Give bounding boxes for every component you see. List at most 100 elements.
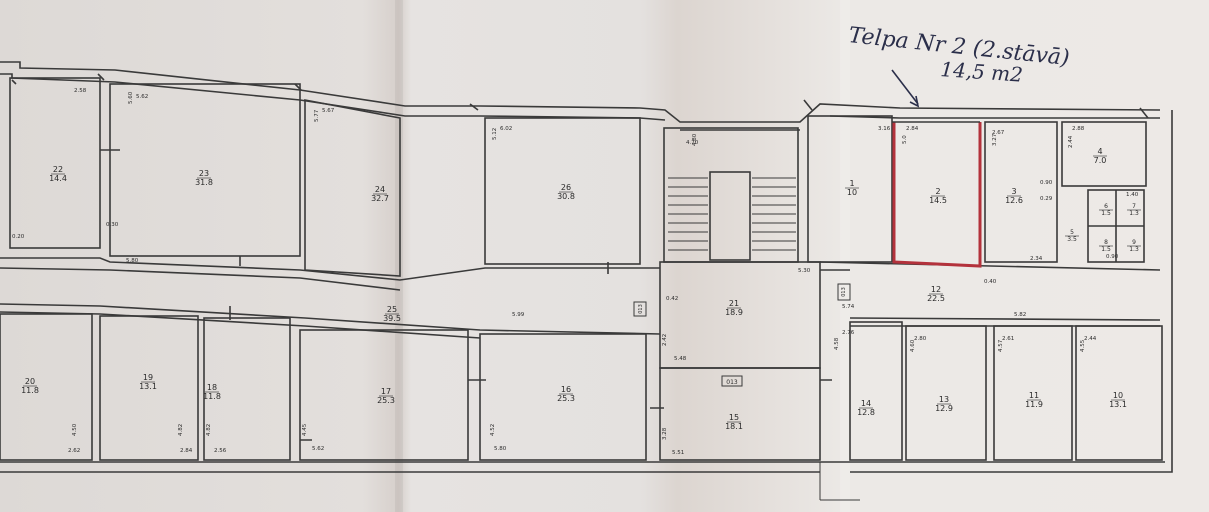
room-outline-11: [993, 325, 1073, 461]
room-number: 8: [1104, 239, 1108, 246]
dimension-label: 2.80: [914, 336, 927, 342]
tag-label: 013: [726, 379, 738, 386]
annotation-arrow: [891, 69, 919, 105]
tag-box: [837, 283, 851, 301]
tag-label: 013: [841, 287, 847, 297]
room-outline-3: [984, 121, 1058, 263]
room-area: 18.1: [725, 422, 743, 431]
room-number: 20: [25, 377, 35, 386]
dimension-label: 4.82: [178, 424, 184, 436]
room-outline-24: [304, 99, 401, 277]
room-area: 7.0: [1094, 156, 1107, 165]
room-outline-19: [99, 315, 199, 461]
dimension-label: 4.70: [686, 140, 699, 146]
dimension-label: 4.57: [998, 339, 1004, 352]
room-outline-13: [905, 325, 987, 461]
room-area: 1.3: [1129, 210, 1139, 217]
room-number: 11: [1029, 391, 1039, 400]
room-number: 23: [199, 169, 209, 178]
dimension-label: 5.67: [322, 108, 335, 114]
room-area: 12.8: [857, 408, 875, 417]
room-number: 3: [1011, 187, 1016, 196]
room-number: 4: [1097, 147, 1102, 156]
room-outline-17: [299, 329, 469, 461]
dimension-label: 5.80: [494, 446, 507, 452]
room-outline-22: [9, 77, 101, 249]
room-area: 31.8: [195, 178, 213, 187]
room-number: 25: [387, 305, 397, 314]
dimension-label: 2.58: [74, 88, 87, 94]
dimension-label: 5.51: [672, 450, 684, 456]
dimension-label: 0.30: [106, 222, 119, 228]
dimension-label: 5.62: [136, 94, 148, 100]
dimension-label: 5.60: [128, 91, 134, 104]
room-area: 11.8: [203, 392, 221, 401]
tag-box: [633, 301, 647, 317]
dimension-label: 4.55: [1080, 339, 1086, 352]
tag-box: [721, 375, 743, 387]
room-area: 13.1: [139, 382, 157, 391]
paper-fold: [840, 0, 850, 512]
room-number: 16: [561, 385, 571, 394]
dimension-label: 2.88: [1072, 126, 1085, 132]
room-number: 13: [939, 395, 949, 404]
room-area: 12.6: [1005, 196, 1023, 205]
dimension-label: 4.50: [72, 423, 78, 436]
dimension-label: 2.84: [180, 448, 193, 454]
dimension-label: 4.82: [206, 424, 212, 436]
room-outline-14: [849, 321, 903, 461]
room-number: 7: [1132, 203, 1136, 210]
stairwell-outline: [663, 127, 799, 263]
room-number: 5: [1070, 229, 1074, 236]
room-number: 2: [935, 187, 940, 196]
room-number: 24: [375, 185, 385, 194]
room-area: 18.9: [725, 308, 743, 317]
dimension-label: 5.0: [902, 135, 908, 144]
room-area: 11.9: [1025, 400, 1043, 409]
room-area: 32.7: [371, 194, 389, 203]
room-outline-20: [0, 313, 93, 461]
dimension-label: 2.84: [906, 126, 919, 132]
room-area: 14.5: [929, 196, 947, 205]
room-area: 25.3: [377, 396, 395, 405]
room-area: 1.3: [1129, 246, 1139, 253]
room-area: 13.1: [1109, 400, 1127, 409]
room-number: 9: [1132, 239, 1136, 246]
room-area: 25.3: [557, 394, 575, 403]
dimension-label: 4.45: [302, 423, 308, 436]
room-outline-16: [479, 333, 647, 461]
dimension-label: 1.40: [1126, 192, 1139, 198]
annotation-area: 14,5 m2: [940, 57, 1024, 87]
dimension-label: 2.76: [842, 330, 855, 336]
dimension-label: 2.62: [68, 448, 80, 454]
room-outline-10: [1075, 325, 1163, 461]
dimension-label: 0.90: [1040, 180, 1053, 186]
room-outline-18: [203, 317, 291, 461]
dimension-label: 5.77: [314, 109, 320, 122]
room-number: 19: [143, 373, 153, 382]
room-number: 1: [849, 179, 854, 188]
dimension-label: 4.60: [910, 339, 916, 352]
room-outline-26: [484, 117, 641, 265]
dimension-label: 2.44: [1068, 135, 1074, 148]
annotation-arrowhead: [909, 95, 920, 108]
room-number: 21: [729, 299, 739, 308]
dimension-label: 2.61: [1002, 336, 1014, 342]
room-number: 10: [1113, 391, 1123, 400]
paper-fold: [395, 0, 403, 512]
dimension-label: 2.44: [1084, 336, 1097, 342]
dimension-label: 5.62: [312, 446, 324, 452]
dimension-label: 4.58: [834, 337, 840, 350]
dimension-label: 2.67: [992, 130, 1005, 136]
room-2-highlight-outline: [892, 122, 982, 268]
dimension-label: 5.74: [842, 304, 855, 310]
room-area: 39.5: [383, 314, 401, 323]
dimension-label: 0.90: [1106, 254, 1119, 260]
dimension-label: 0.40: [984, 279, 997, 285]
dimension-label: 5.99: [512, 312, 525, 318]
dimension-label: 4.80: [692, 133, 698, 146]
stair-core: [709, 171, 751, 261]
room-area: 12.9: [935, 404, 953, 413]
